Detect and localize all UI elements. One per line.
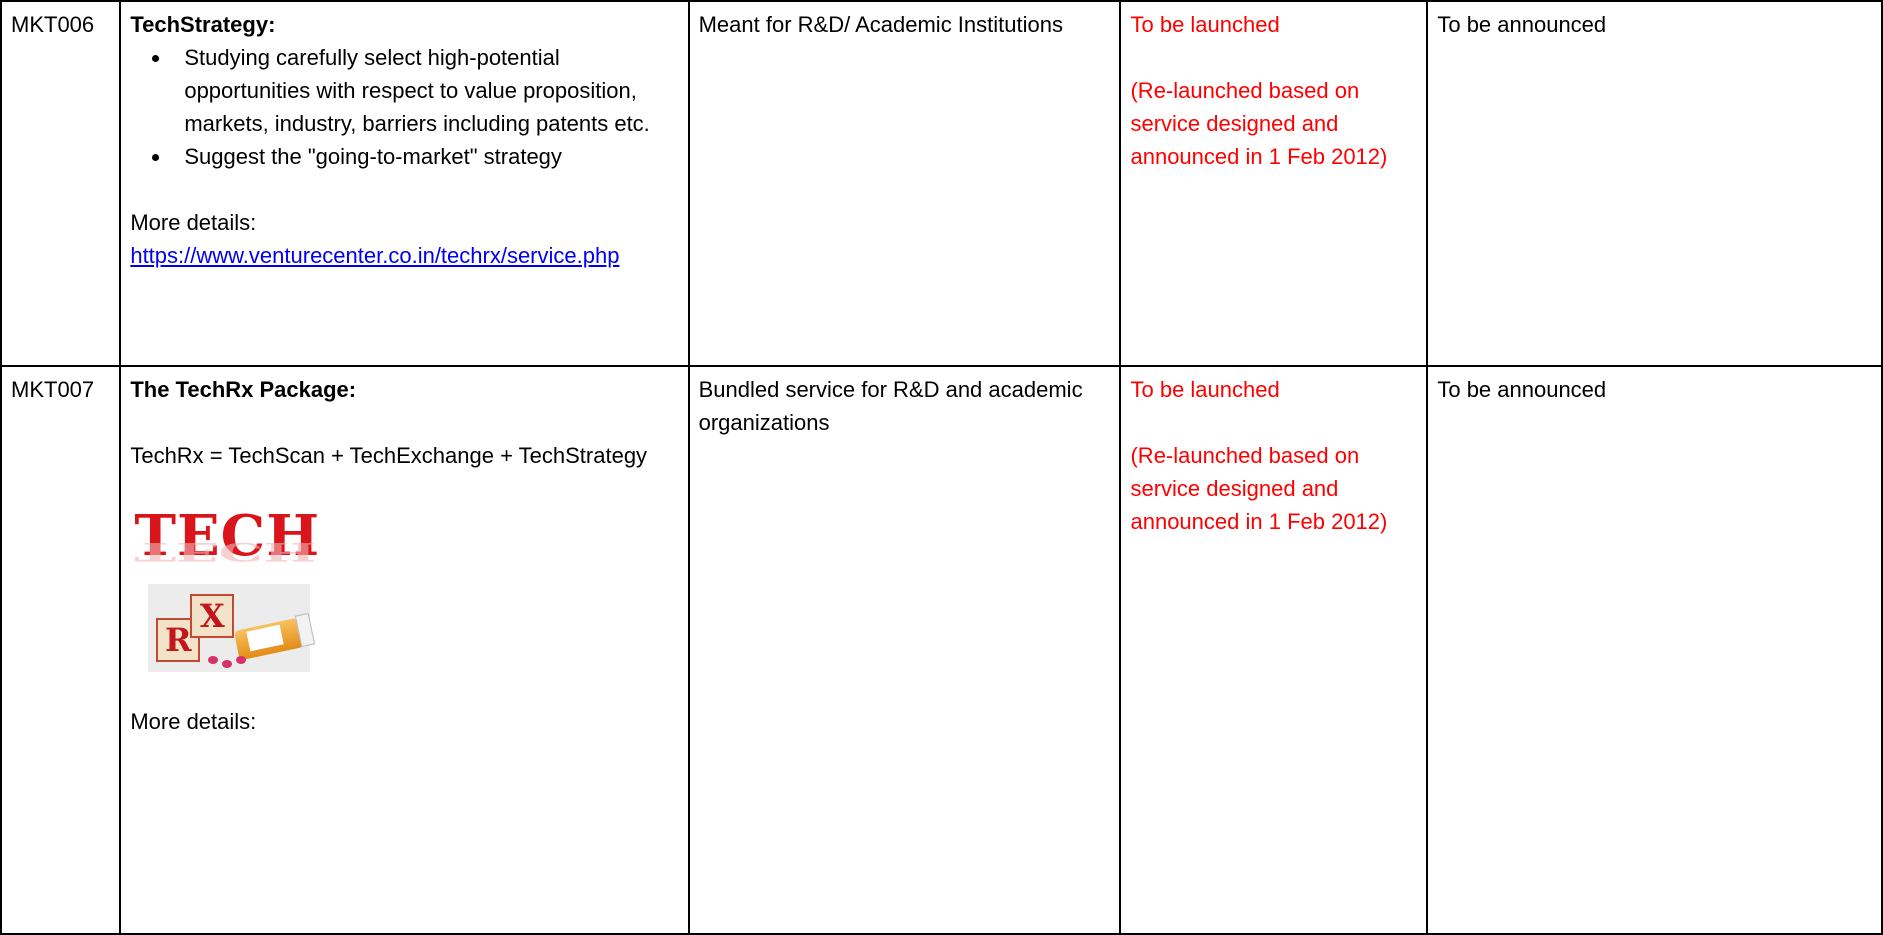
- bullet-item: Studying carefully select high-potential…: [172, 41, 678, 140]
- toy-block-x: X: [190, 594, 235, 638]
- target-audience-cell: Meant for R&D/ Academic Institutions: [687, 0, 1122, 367]
- fee-cell: To be announced: [1426, 0, 1883, 367]
- status-label: To be launched: [1130, 377, 1280, 402]
- target-audience: Meant for R&D/ Academic Institutions: [698, 12, 1063, 37]
- spacer: [130, 672, 678, 705]
- logo-word: TECH: [134, 503, 321, 569]
- status-cell: To be launched (Re-launched based on ser…: [1119, 365, 1429, 935]
- fee-cell: To be announced: [1426, 365, 1883, 935]
- status-note: (Re-launched based on service designed a…: [1130, 443, 1388, 534]
- package-formula: TechRx = TechScan + TechExchange + TechS…: [130, 443, 648, 468]
- service-description-cell: TechStrategy: Studying carefully select …: [119, 0, 690, 367]
- spacer: [1130, 406, 1417, 439]
- target-audience-cell: Bundled service for R&D and academic org…: [687, 365, 1122, 935]
- pill-icon: [236, 656, 247, 664]
- bullet-item: Suggest the "going-to-market" strategy: [172, 140, 678, 173]
- status-cell: To be launched (Re-launched based on ser…: [1119, 0, 1429, 367]
- logo-reflection: TECH: [134, 536, 317, 567]
- pill-icon: [222, 660, 233, 668]
- fee-value: To be announced: [1437, 12, 1607, 37]
- service-code: MKT007: [11, 377, 95, 402]
- service-title: TechStrategy:: [130, 12, 276, 37]
- target-audience: Bundled service for R&D and academic org…: [698, 377, 1083, 435]
- table-row: MKT006 TechStrategy: Studying carefully …: [0, 0, 1883, 367]
- service-code-cell: MKT007: [0, 365, 122, 935]
- fee-value: To be announced: [1437, 377, 1607, 402]
- service-bullet-list: Studying carefully select high-potential…: [130, 41, 678, 173]
- service-code-cell: MKT006: [0, 0, 122, 367]
- service-title: The TechRx Package:: [130, 377, 357, 402]
- status-label: To be launched: [1130, 12, 1280, 37]
- more-details-link[interactable]: https://www.venturecenter.co.in/techrx/s…: [130, 243, 620, 268]
- service-description-cell: The TechRx Package: TechRx = TechScan + …: [119, 365, 690, 935]
- more-details-label: More details:: [130, 210, 257, 235]
- techrx-logo: TECH TECH R X: [134, 502, 319, 672]
- table-row: MKT007 The TechRx Package: TechRx = Tech…: [0, 365, 1883, 935]
- status-note: (Re-launched based on service designed a…: [1130, 78, 1388, 169]
- more-details-label: More details:: [130, 709, 257, 734]
- service-code: MKT006: [11, 12, 95, 37]
- spacer: [1130, 41, 1417, 74]
- spacer: [130, 406, 678, 439]
- pill-icon: [208, 656, 219, 664]
- spacer: [130, 173, 678, 206]
- logo-image-panel: R X: [148, 584, 316, 672]
